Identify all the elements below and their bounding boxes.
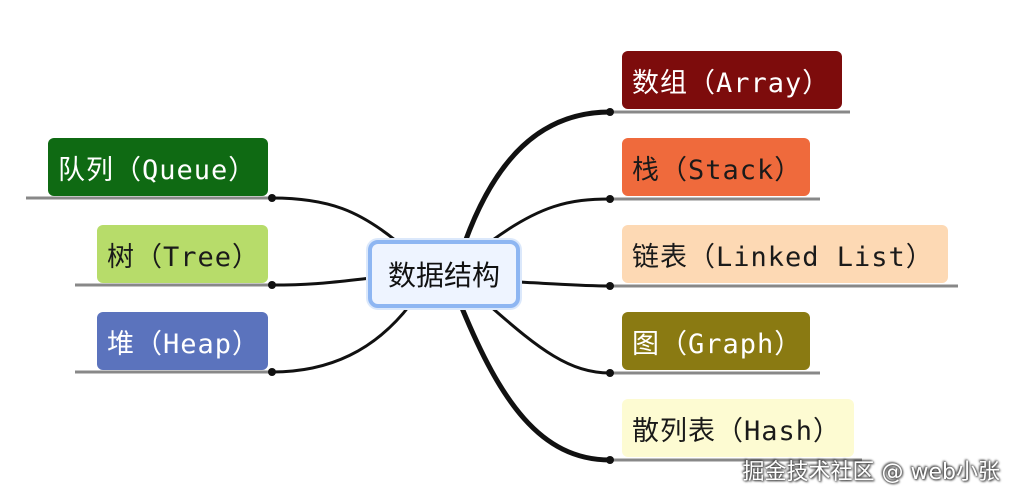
node-queue[interactable]: 队列（Queue） [48,138,268,196]
node-queue-label: 队列（Queue） [58,154,257,186]
dot-hash [606,456,614,464]
node-array[interactable]: 数组（Array） [622,51,842,109]
branch-tree [271,276,373,287]
branch-array [462,109,611,243]
node-graph[interactable]: 图（Graph） [622,312,810,370]
node-tree[interactable]: 树（Tree） [97,225,268,283]
node-linked-list-label: 链表（Linked List） [632,241,934,273]
branch-queue [271,196,396,242]
node-hash[interactable]: 散列表（Hash） [622,399,854,457]
dot-array [606,108,614,116]
node-graph-label: 图（Graph） [632,328,803,360]
center-node[interactable]: 数据结构 [368,240,520,308]
branch-hash [459,307,611,463]
dot-graph [606,369,614,377]
node-tree-label: 树（Tree） [107,241,261,273]
branch-graph [489,304,611,375]
branch-linked [517,280,611,288]
dot-heap [268,368,276,376]
node-heap[interactable]: 堆（Heap） [97,312,268,370]
node-hash-label: 散列表（Hash） [632,415,842,447]
dot-stack [606,195,614,203]
branch-heap [271,304,412,374]
center-label: 数据结构 [387,259,500,292]
node-stack-label: 栈（Stack） [632,154,803,186]
dot-linked [606,282,614,290]
node-array-label: 数组（Array） [632,67,831,99]
watermark: 掘金技术社区 @ web小张 [742,460,1000,485]
node-linked-list[interactable]: 链表（Linked List） [622,225,948,283]
node-heap-label: 堆（Heap） [107,328,261,360]
dot-tree [268,281,276,289]
branch-stack [489,197,611,244]
node-stack[interactable]: 栈（Stack） [622,138,810,196]
dot-queue [268,194,276,202]
